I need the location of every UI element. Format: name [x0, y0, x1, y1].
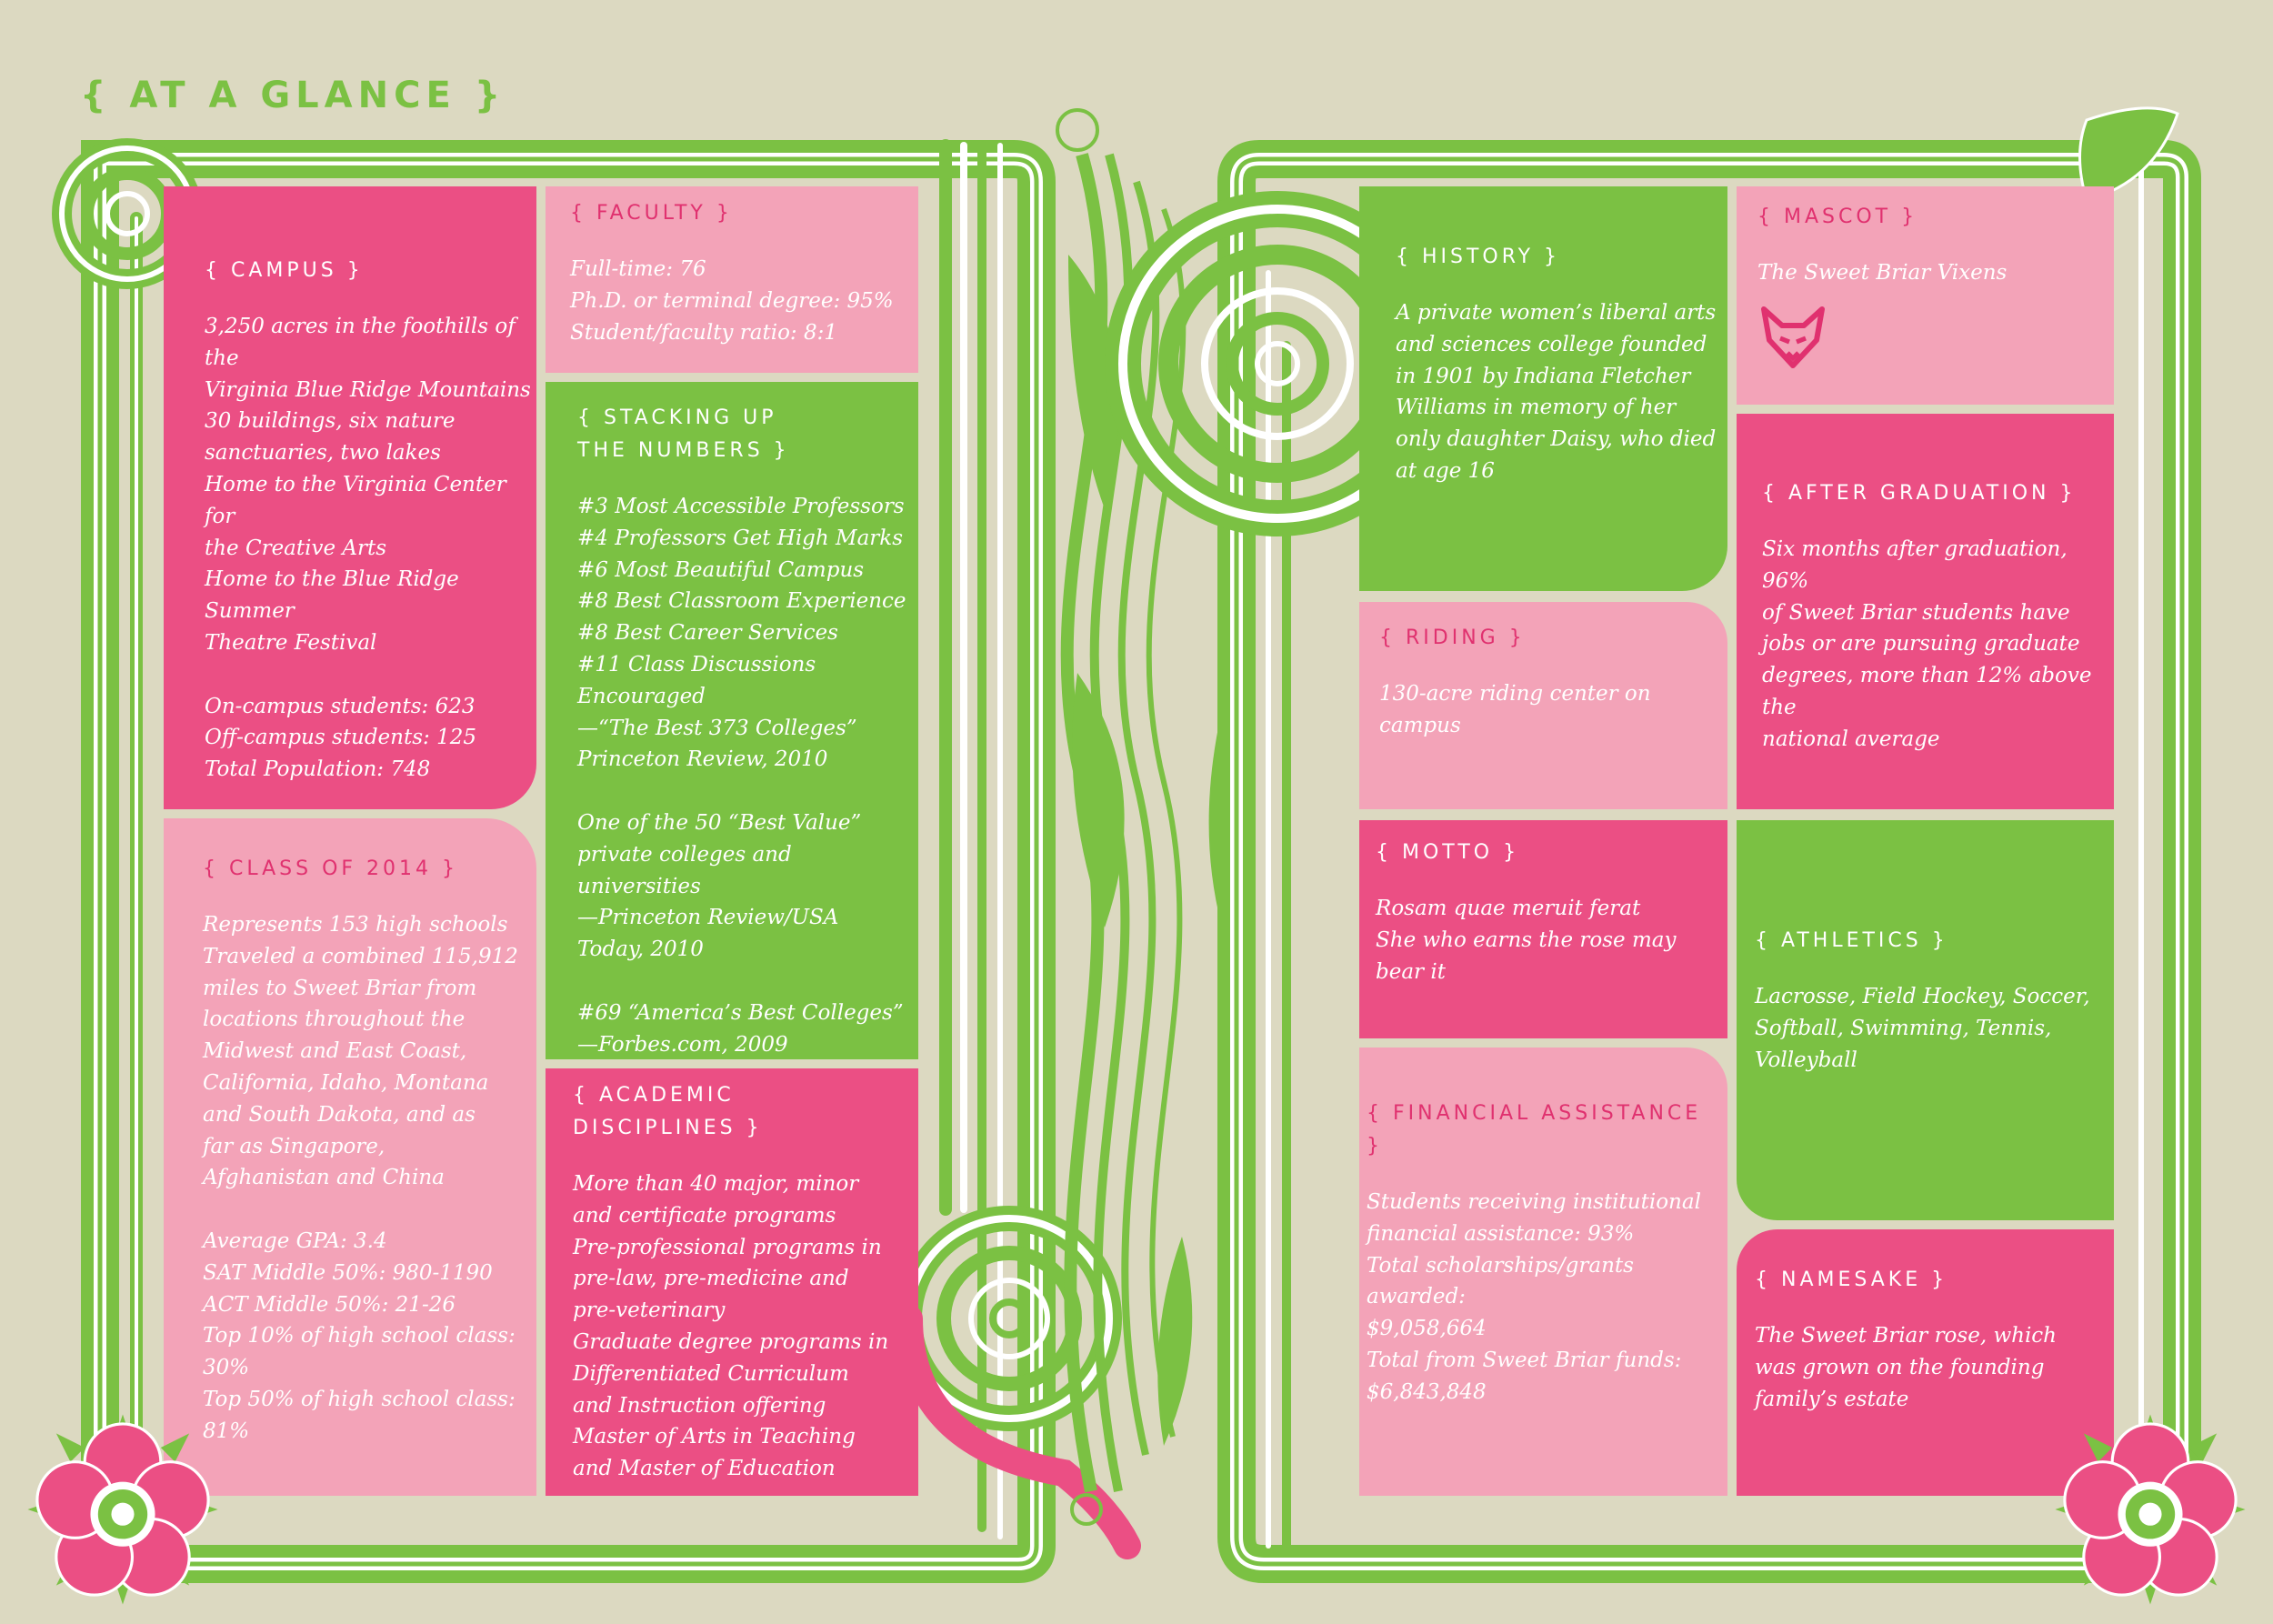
financial-heading: { FINANCIAL ASSISTANCE }: [1367, 1102, 1702, 1158]
after-heading: { AFTER GRADUATION }: [1762, 482, 2077, 505]
motto-panel: { MOTTO } Rosam quae meruit ferat She wh…: [1359, 820, 1727, 1038]
faculty-body: Full-time: 76 Ph.D. or terminal degree: …: [570, 257, 894, 345]
after-panel: { AFTER GRADUATION } Six months after gr…: [1737, 414, 2114, 809]
center-vine: [1060, 153, 1239, 1493]
faculty-heading: { FACULTY }: [570, 202, 733, 225]
history-heading: { HISTORY }: [1396, 246, 1561, 268]
history-body: A private women’s liberal arts and scien…: [1396, 301, 1717, 483]
academic-body: More than 40 major, minor and certificat…: [573, 1172, 889, 1481]
leaf-icon: [2078, 106, 2179, 202]
motto-body: Rosam quae meruit ferat She who earns th…: [1376, 897, 1677, 984]
fox-icon: [1761, 306, 1825, 368]
class2014-panel: { CLASS OF 2014 } Represents 153 high sc…: [164, 818, 536, 1496]
athletics-heading: { ATHLETICS }: [1755, 929, 1948, 952]
namesake-body: The Sweet Briar rose, which was grown on…: [1755, 1324, 2057, 1411]
class2014-heading: { CLASS OF 2014 }: [203, 857, 459, 880]
after-body: Six months after graduation, 96% of Swee…: [1762, 537, 2092, 751]
faculty-panel: { FACULTY } Full-time: 76 Ph.D. or termi…: [546, 186, 918, 373]
riding-body: 130-acre riding center on campus: [1379, 682, 1651, 737]
riding-panel: { RIDING } 130-acre riding center on cam…: [1359, 602, 1727, 809]
history-panel: { HISTORY } A private women’s liberal ar…: [1359, 186, 1727, 591]
stacking-body: #3 Most Accessible Professors #4 Profess…: [577, 495, 906, 1057]
rose-flower-icon: [27, 1414, 218, 1605]
mascot-body: The Sweet Briar Vixens: [1757, 261, 2008, 285]
namesake-heading: { NAMESAKE }: [1755, 1268, 1948, 1291]
stacking-heading: { STACKING UP THE NUMBERS }: [577, 406, 790, 462]
financial-panel: { FINANCIAL ASSISTANCE } Students receiv…: [1359, 1048, 1727, 1496]
academic-heading: { ACADEMIC DISCIPLINES }: [573, 1084, 763, 1139]
campus-panel: { CAMPUS } 3,250 acres in the foothills …: [164, 186, 536, 809]
namesake-panel: { NAMESAKE } The Sweet Briar rose, which…: [1737, 1229, 2114, 1496]
page-title: { AT A GLANCE }: [80, 75, 506, 116]
athletics-panel: { ATHLETICS } Lacrosse, Field Hockey, So…: [1737, 820, 2114, 1220]
rose-flower-icon: [2055, 1414, 2246, 1605]
campus-body: 3,250 acres in the foothills of the Virg…: [205, 315, 531, 782]
financial-body: Students receiving institutional financi…: [1367, 1190, 1701, 1404]
campus-heading: { CAMPUS }: [205, 259, 364, 282]
mascot-panel: { MASCOT } The Sweet Briar Vixens: [1737, 186, 2114, 405]
stacking-panel: { STACKING UP THE NUMBERS } #3 Most Acce…: [546, 382, 918, 1059]
motto-heading: { MOTTO }: [1376, 841, 1520, 864]
class2014-body: Represents 153 high schools Traveled a c…: [203, 913, 518, 1443]
mascot-heading: { MASCOT }: [1757, 206, 1918, 228]
athletics-body: Lacrosse, Field Hockey, Soccer, Softball…: [1755, 985, 2090, 1072]
riding-heading: { RIDING }: [1379, 627, 1526, 649]
academic-panel: { ACADEMIC DISCIPLINES } More than 40 ma…: [546, 1068, 918, 1496]
